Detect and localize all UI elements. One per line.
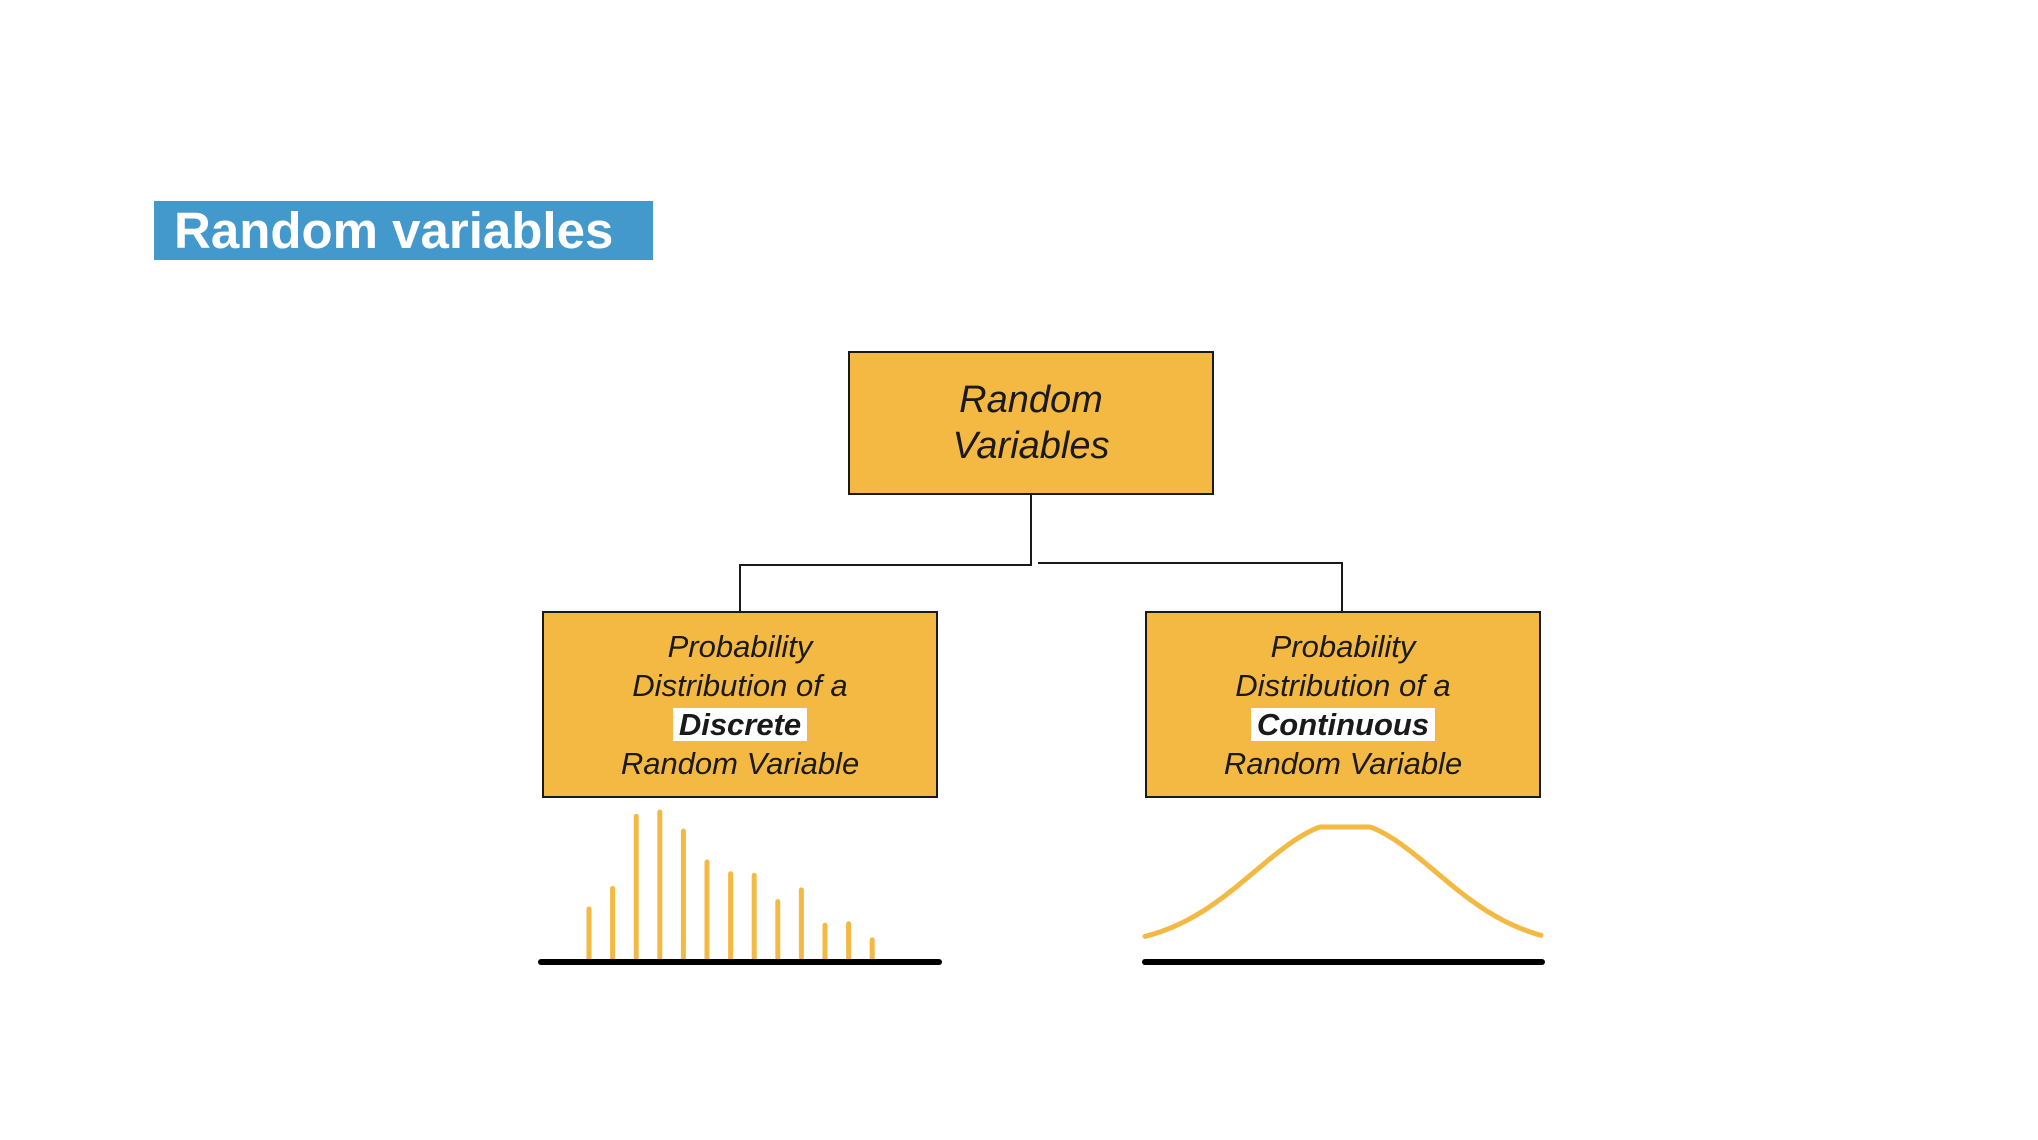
discrete-distribution-chart xyxy=(586,809,875,962)
root-box-line1: Random xyxy=(959,379,1103,421)
continuous-box-line2: Distribution of a xyxy=(1235,667,1451,703)
continuous-bell-curve xyxy=(1142,824,1544,939)
continuous-distribution-box: Probability Distribution of a Continuous… xyxy=(1145,611,1541,798)
discrete-box-line2: Distribution of a xyxy=(632,667,848,703)
root-box-random-variables: Random Variables xyxy=(848,351,1214,495)
continuous-box-line1: Probability xyxy=(1270,628,1416,664)
continuous-box-line4: Random Variable xyxy=(1223,745,1463,781)
root-box-line2: Variables xyxy=(952,425,1110,467)
discrete-box-line1: Probability xyxy=(667,628,813,664)
connector-root-to-discrete xyxy=(739,495,1032,611)
continuous-highlight-label: Continuous xyxy=(1250,707,1436,741)
slide-title-text: Random variables xyxy=(174,202,614,259)
discrete-box-line4: Random Variable xyxy=(620,745,860,781)
connector-root-to-continuous xyxy=(1038,562,1343,611)
slide-title: Random variables xyxy=(154,201,653,260)
discrete-highlight-label: Discrete xyxy=(672,707,808,741)
discrete-distribution-box: Probability Distribution of a Discrete R… xyxy=(542,611,938,798)
